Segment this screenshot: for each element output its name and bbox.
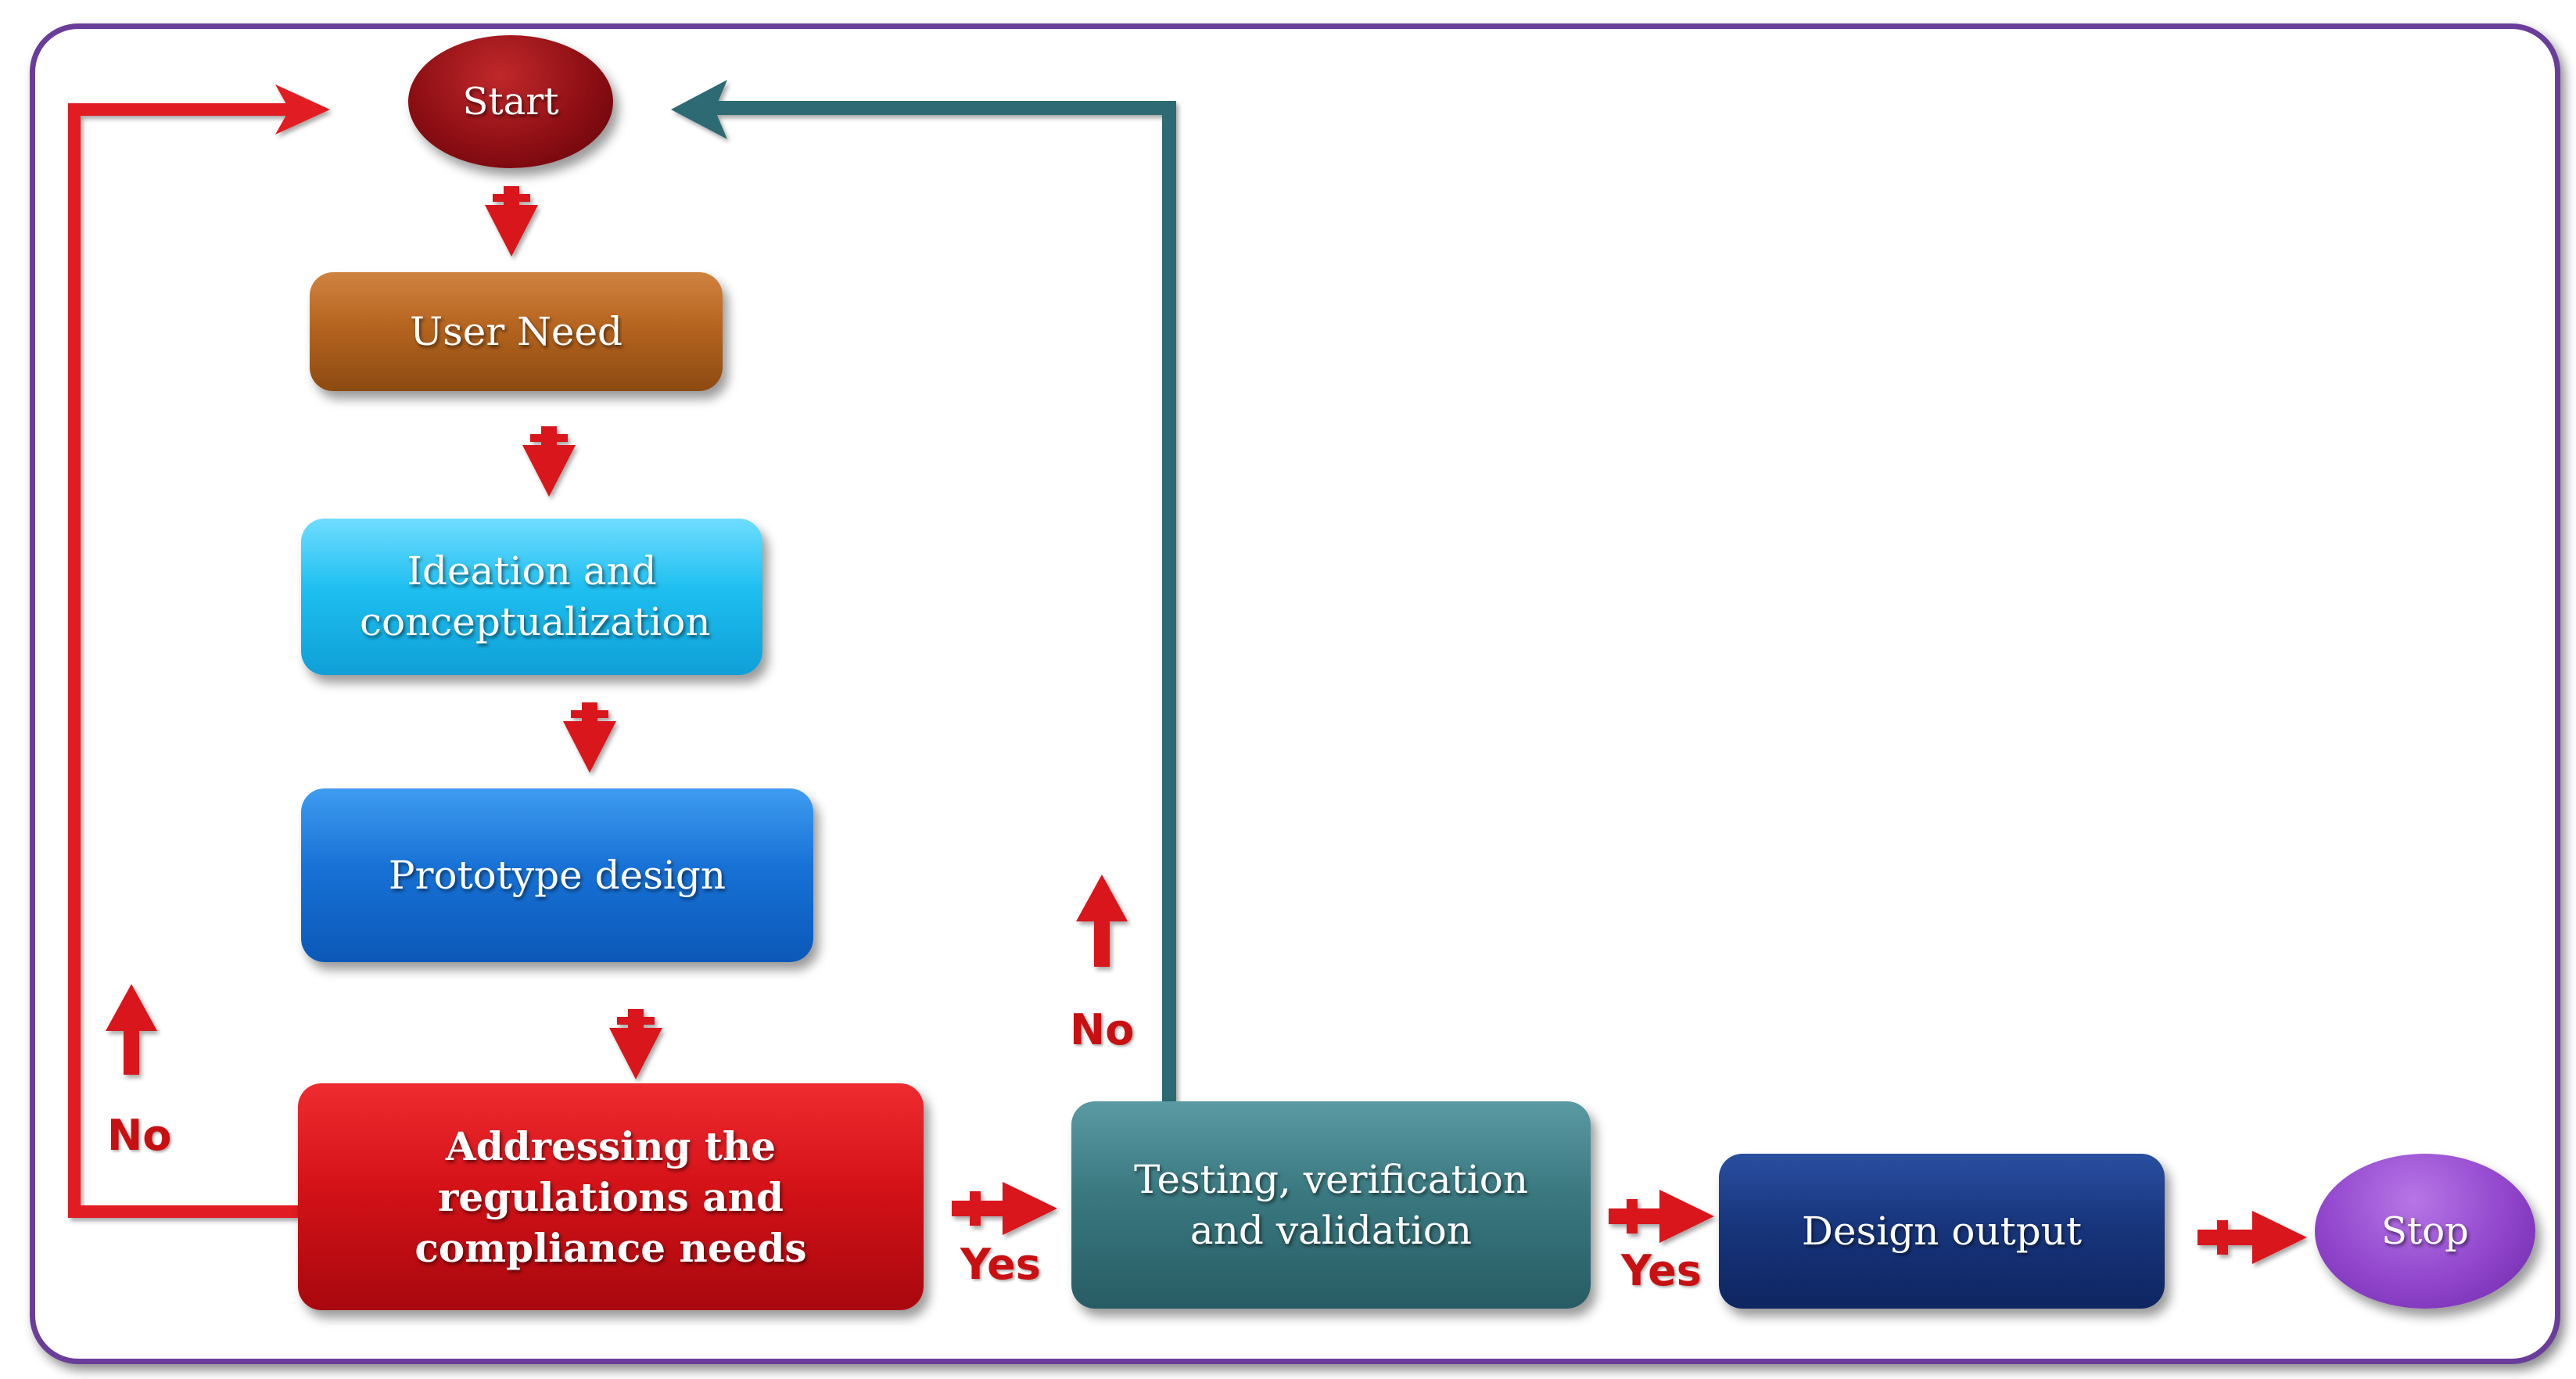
testing-label: Testing, verification and validation	[1133, 1156, 1529, 1253]
arrow-start-to-user-need	[485, 186, 538, 257]
arrow-ideation-to-prototype	[563, 702, 616, 773]
arrow-design-output-to-stop	[2197, 1211, 2307, 1264]
no-loop-arrowhead-left	[275, 84, 330, 135]
start-node: Start	[408, 35, 613, 168]
regulations-label: Addressing the regulations and complianc…	[414, 1122, 807, 1271]
testing-node: Testing, verification and validation	[1071, 1101, 1591, 1309]
arrow-prototype-to-regulations	[609, 1009, 662, 1079]
no-loop-line-teal	[712, 101, 1176, 1101]
yes-label-2: Yes	[1621, 1246, 1702, 1295]
no-loop-arrowhead-teal	[671, 80, 727, 139]
arrow-regulations-to-testing	[952, 1182, 1057, 1235]
ideation-label: Ideation and conceptualization	[360, 548, 711, 645]
user-need-node: User Need	[310, 272, 723, 391]
regulations-node: Addressing the regulations and complianc…	[298, 1083, 924, 1310]
no-label-left: No	[107, 1111, 172, 1160]
arrow-up-no-left	[106, 984, 157, 1075]
arrow-testing-to-design-output	[1609, 1190, 1714, 1243]
yes-label-1: Yes	[960, 1240, 1041, 1289]
stop-node: Stop	[2315, 1154, 2535, 1309]
no-label-mid: No	[1070, 1005, 1135, 1054]
prototype-node: Prototype design	[301, 788, 813, 962]
no-loop-line-left	[68, 103, 298, 1218]
ideation-node: Ideation and conceptualization	[301, 519, 762, 675]
arrow-user-need-to-ideation	[522, 426, 576, 497]
arrow-up-no-mid	[1076, 874, 1128, 967]
design-output-node: Design output	[1719, 1154, 2165, 1309]
